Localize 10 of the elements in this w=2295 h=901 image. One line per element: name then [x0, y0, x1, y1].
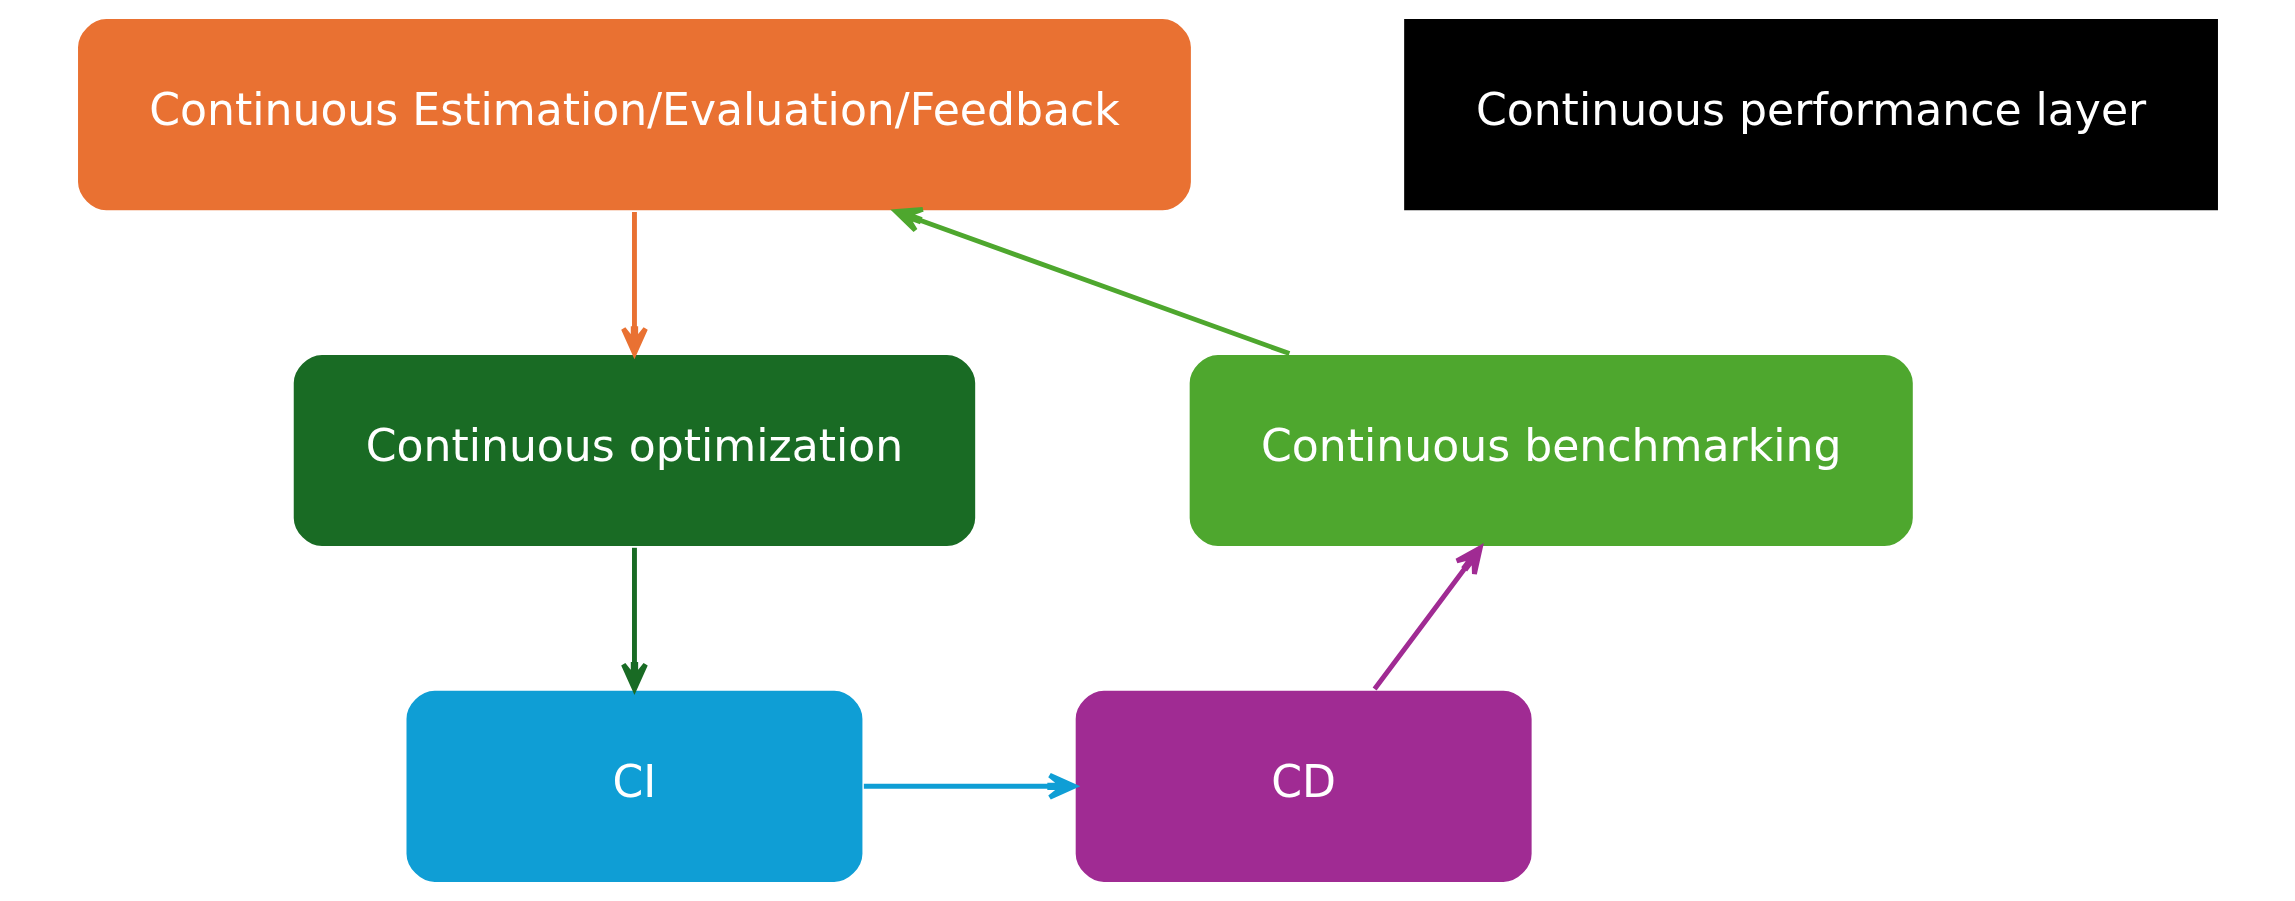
arrow — [1372, 545, 1483, 691]
node-box: CI — [403, 688, 865, 885]
node-box: Continuous optimization — [290, 352, 978, 549]
arrow — [620, 547, 648, 692]
node-box: CD — [1072, 688, 1534, 885]
node-box: Continuous benchmarking — [1186, 352, 1915, 549]
node-box: Continuous Estimation/Evaluation/Feedback — [75, 16, 1193, 213]
node-box: Continuous performance layer — [1401, 16, 2220, 213]
arrow — [893, 207, 1290, 356]
arrow — [863, 772, 1077, 800]
